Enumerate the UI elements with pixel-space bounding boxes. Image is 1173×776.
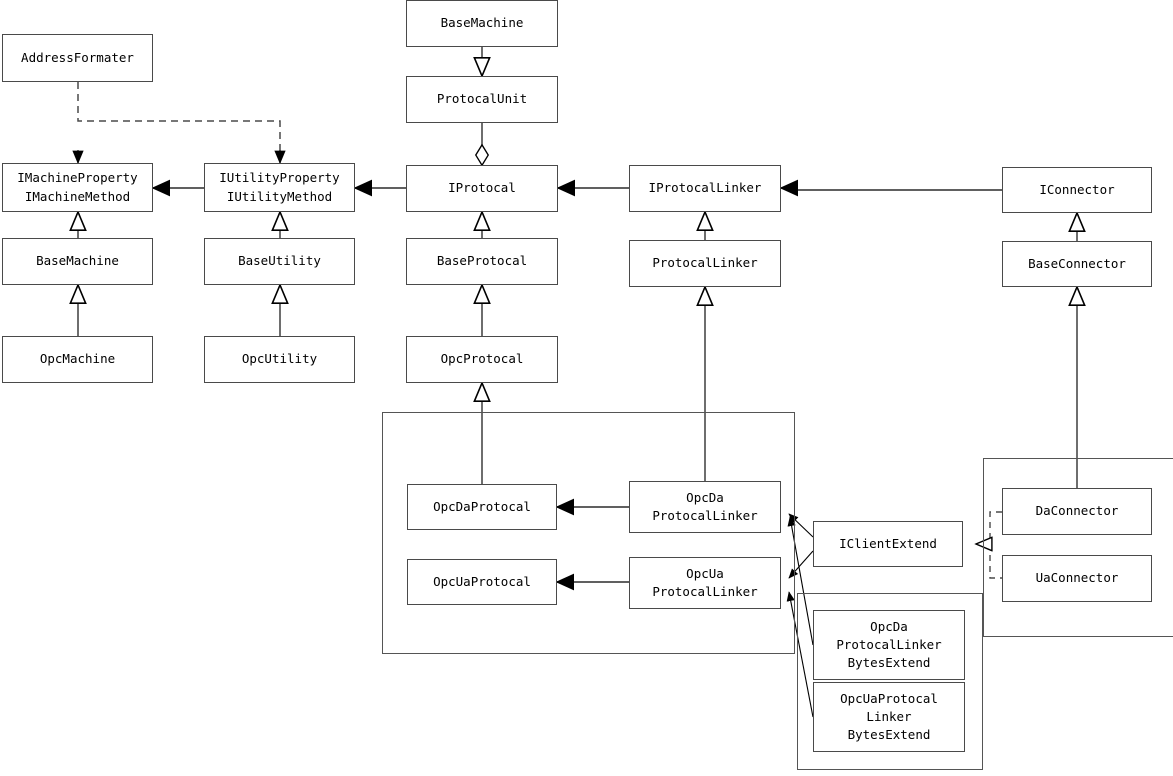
class-node-addressformater[interactable]: AddressFormater <box>2 34 153 82</box>
class-node-baseconnector[interactable]: BaseConnector <box>1002 241 1152 287</box>
class-node-baseutility[interactable]: BaseUtility <box>204 238 355 285</box>
class-node-opcuaprotocallinker[interactable]: OpcUa ProtocalLinker <box>629 557 781 609</box>
class-node-basemachine-left[interactable]: BaseMachine <box>2 238 153 285</box>
edge-opcuabytes-opcualinker <box>786 591 814 718</box>
class-node-opcuaprotocallinkerbytesextend[interactable]: OpcUaProtocal Linker BytesExtend <box>813 682 965 752</box>
class-node-baseprotocal[interactable]: BaseProtocal <box>406 238 558 285</box>
class-node-iconnector[interactable]: IConnector <box>1002 167 1152 213</box>
class-node-opcprotocal[interactable]: OpcProtocal <box>406 336 558 383</box>
class-node-opcdaprotocal[interactable]: OpcDaProtocal <box>407 484 557 530</box>
group-connectors <box>983 458 1173 637</box>
class-node-iclientextend[interactable]: IClientExtend <box>813 521 963 567</box>
class-node-opcuaprotocal[interactable]: OpcUaProtocal <box>407 559 557 605</box>
edge-addressformater-dependencies <box>77 82 281 157</box>
class-node-opcdaprotocallinker[interactable]: OpcDa ProtocalLinker <box>629 481 781 533</box>
class-node-basemachine-top[interactable]: BaseMachine <box>406 0 558 47</box>
class-node-iprotocallinker[interactable]: IProtocalLinker <box>629 165 781 212</box>
class-node-opcmachine[interactable]: OpcMachine <box>2 336 153 383</box>
group-opc-protocals <box>382 412 795 654</box>
group-extends <box>797 593 983 770</box>
edge-iconnector-iprotocallinker <box>779 179 1002 197</box>
class-node-opcdaprotocallinkerbytesextend[interactable]: OpcDa ProtocalLinker BytesExtend <box>813 610 965 680</box>
class-node-daconnector[interactable]: DaConnector <box>1002 488 1152 535</box>
class-node-protocalunit[interactable]: ProtocalUnit <box>406 76 558 123</box>
edge-iclientextend-opcualinker <box>788 550 814 579</box>
class-node-iprotocal[interactable]: IProtocal <box>406 165 558 212</box>
class-node-opcutility[interactable]: OpcUtility <box>204 336 355 383</box>
class-node-uaconnector[interactable]: UaConnector <box>1002 555 1152 602</box>
class-node-iutilityproperty[interactable]: IUtilityProperty IUtilityMethod <box>204 163 355 212</box>
edge-opcdabytes-opcdalinker <box>787 516 814 646</box>
class-node-protocallinker[interactable]: ProtocalLinker <box>629 240 781 287</box>
class-node-imachineproperty[interactable]: IMachineProperty IMachineMethod <box>2 163 153 212</box>
